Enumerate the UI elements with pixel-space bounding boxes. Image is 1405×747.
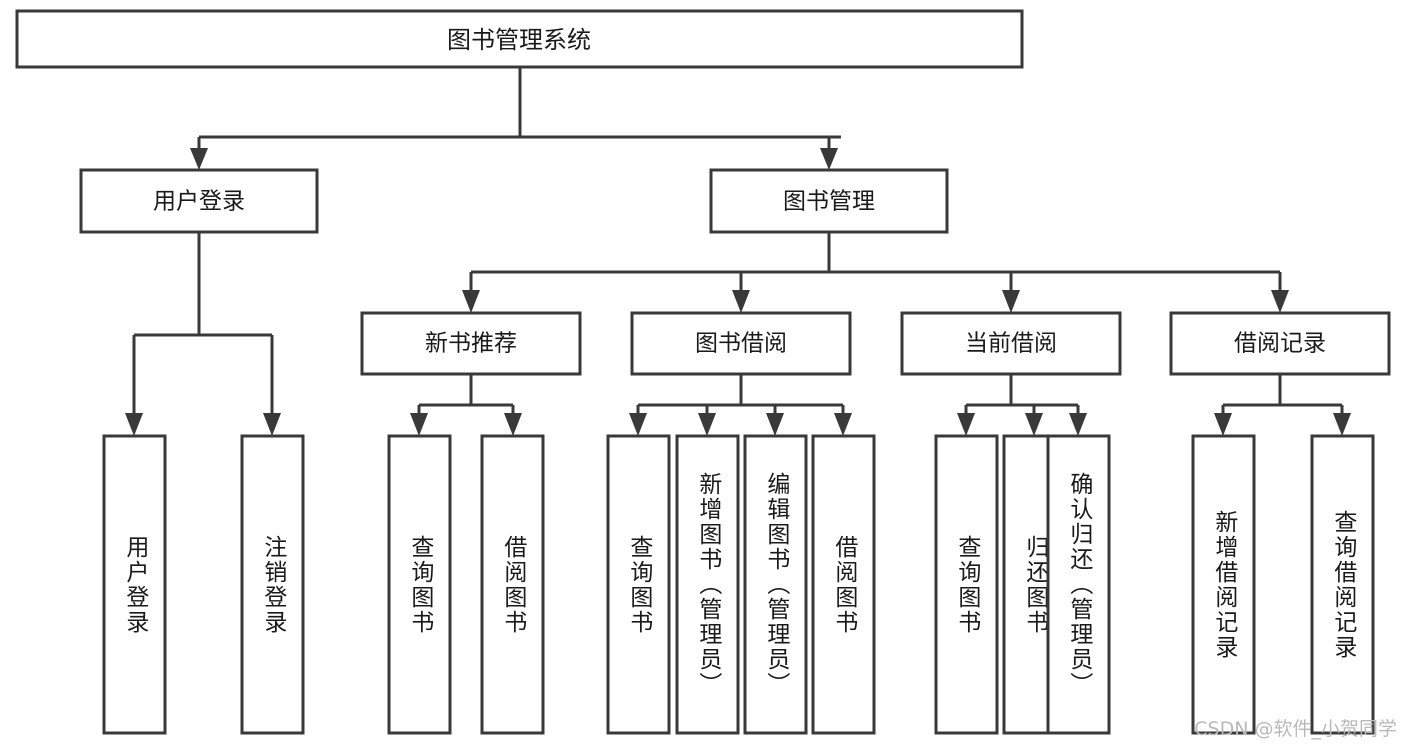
node-root-label: 图书管理系统 [447, 26, 591, 54]
node-borrow-record-box[interactable] [1169, 311, 1391, 376]
node-current-borrow[interactable]: 当前借阅 [900, 311, 1122, 376]
node-book-management-box[interactable] [709, 168, 949, 234]
leaf-confirm-return-label: 确认归还（管理员） [1065, 472, 1092, 697]
leaf-add-borrow-record[interactable]: 新增借阅记录 [1191, 434, 1256, 735]
arrowhead-to-leaf-borrow-book-1 [504, 413, 522, 436]
leaf-logout-box[interactable] [240, 434, 305, 735]
arrowhead-to-leaf-query-book-1 [410, 413, 428, 436]
node-book-borrow[interactable]: 图书借阅 [630, 311, 852, 376]
arrowhead-to-leaf-edit-book [766, 413, 784, 436]
leaf-confirm-return[interactable]: 确认归还（管理员） [1046, 434, 1111, 735]
arrowhead-to-book-mgmt [820, 148, 838, 170]
connector-bookborrow-trunk [636, 374, 845, 422]
arrowhead-to-leaf-query-book-2 [629, 413, 647, 436]
node-new-book-recommend-box[interactable] [360, 311, 582, 376]
leaf-query-book-borrow-box[interactable] [606, 434, 671, 735]
arrowhead-to-leaf-query-record [1333, 413, 1351, 436]
node-borrow-record-label: 借阅记录 [1234, 331, 1326, 357]
node-book-management[interactable]: 图书管理 [709, 168, 949, 234]
arrowhead-to-user-login [190, 148, 208, 170]
arrowhead-to-leaf-borrow-book-2 [834, 413, 852, 436]
arrowhead-to-leaf-user-login [125, 413, 143, 436]
leaf-add-book-box[interactable] [675, 434, 740, 735]
leaf-query-book-rec-label: 查询图书 [406, 534, 433, 635]
leaf-borrow-book-rec[interactable]: 借阅图书 [480, 434, 545, 735]
connector-newbook-trunk [417, 374, 515, 422]
leaf-query-book-borrow[interactable]: 查询图书 [606, 434, 671, 735]
node-book-borrow-label: 图书借阅 [695, 331, 787, 357]
connector-borrowrecord-trunk [1221, 374, 1344, 422]
arrowhead-to-new-book-rec [462, 290, 480, 313]
leaf-user-login-box[interactable] [102, 434, 167, 735]
node-root[interactable]: 图书管理系统 [15, 9, 1024, 69]
leaf-user-login[interactable]: 用户登录 [102, 434, 167, 735]
leaf-logout[interactable]: 注销登录 [240, 434, 305, 735]
connector-root-trunk [197, 67, 841, 160]
connector-currentborrow-trunk [964, 374, 1080, 422]
leaf-return-book-label: 归还图书 [1021, 534, 1048, 635]
leaf-edit-book-label: 编辑图书（管理员） [762, 472, 789, 697]
node-new-book-recommend-label: 新书推荐 [425, 331, 517, 357]
leaf-add-borrow-record-box[interactable] [1191, 434, 1256, 735]
leaf-edit-book-box[interactable] [743, 434, 808, 735]
arrowhead-to-leaf-logout [263, 413, 281, 436]
node-user-login-box[interactable] [79, 168, 319, 234]
leaf-borrow-book-box[interactable] [811, 434, 876, 735]
arrowhead-to-book-borrow [732, 290, 750, 313]
arrowhead-to-leaf-confirm-return [1069, 413, 1087, 436]
leaf-query-book-current-box[interactable] [934, 434, 999, 735]
leaf-user-login-label: 用户登录 [121, 534, 148, 635]
leaf-query-book-current[interactable]: 查询图书 [934, 434, 999, 735]
node-user-login[interactable]: 用户登录 [79, 168, 319, 234]
leaf-borrow-book-label: 借阅图书 [830, 534, 857, 635]
leaf-edit-book[interactable]: 编辑图书（管理员） [743, 434, 808, 735]
node-book-borrow-box[interactable] [630, 311, 852, 376]
leaf-query-borrow-record-label: 查询借阅记录 [1329, 509, 1356, 660]
leaf-query-book-borrow-label: 查询图书 [625, 534, 652, 635]
node-borrow-record[interactable]: 借阅记录 [1169, 311, 1391, 376]
node-current-borrow-box[interactable] [900, 311, 1122, 376]
leaf-query-book-rec[interactable]: 查询图书 [387, 434, 452, 735]
arrowhead-to-leaf-add-book [698, 413, 716, 436]
leaf-borrow-book-rec-label: 借阅图书 [499, 534, 526, 635]
arrowhead-to-borrow-record [1271, 290, 1289, 313]
connector-userlogin-trunk [132, 232, 274, 422]
node-book-management-label: 图书管理 [783, 189, 875, 215]
leaf-logout-label: 注销登录 [259, 534, 286, 635]
arrowhead-to-current-borrow [1002, 290, 1020, 313]
node-user-login-label: 用户登录 [153, 189, 245, 215]
node-root-box[interactable] [15, 9, 1024, 69]
connector-layer [125, 67, 1351, 436]
leaf-query-borrow-record-box[interactable] [1310, 434, 1375, 735]
leaf-add-borrow-record-label: 新增借阅记录 [1210, 509, 1237, 660]
leaf-borrow-book[interactable]: 借阅图书 [811, 434, 876, 735]
leaf-query-borrow-record[interactable]: 查询借阅记录 [1310, 434, 1375, 735]
leaf-confirm-return-box[interactable] [1046, 434, 1111, 735]
leaf-query-book-current-label: 查询图书 [953, 534, 980, 635]
arrowhead-to-leaf-query-book-3 [957, 413, 975, 436]
leaf-add-book-label: 新增图书（管理员） [694, 472, 721, 697]
node-current-borrow-label: 当前借阅 [965, 331, 1057, 357]
connector-bookmgmt-trunk [469, 232, 1282, 300]
arrowhead-to-leaf-return-book [1025, 413, 1043, 436]
leaf-query-book-rec-box[interactable] [387, 434, 452, 735]
node-new-book-recommend[interactable]: 新书推荐 [360, 311, 582, 376]
leaf-add-book[interactable]: 新增图书（管理员） [675, 434, 740, 735]
arrowhead-to-leaf-add-record [1214, 413, 1232, 436]
leaf-borrow-book-rec-box[interactable] [480, 434, 545, 735]
